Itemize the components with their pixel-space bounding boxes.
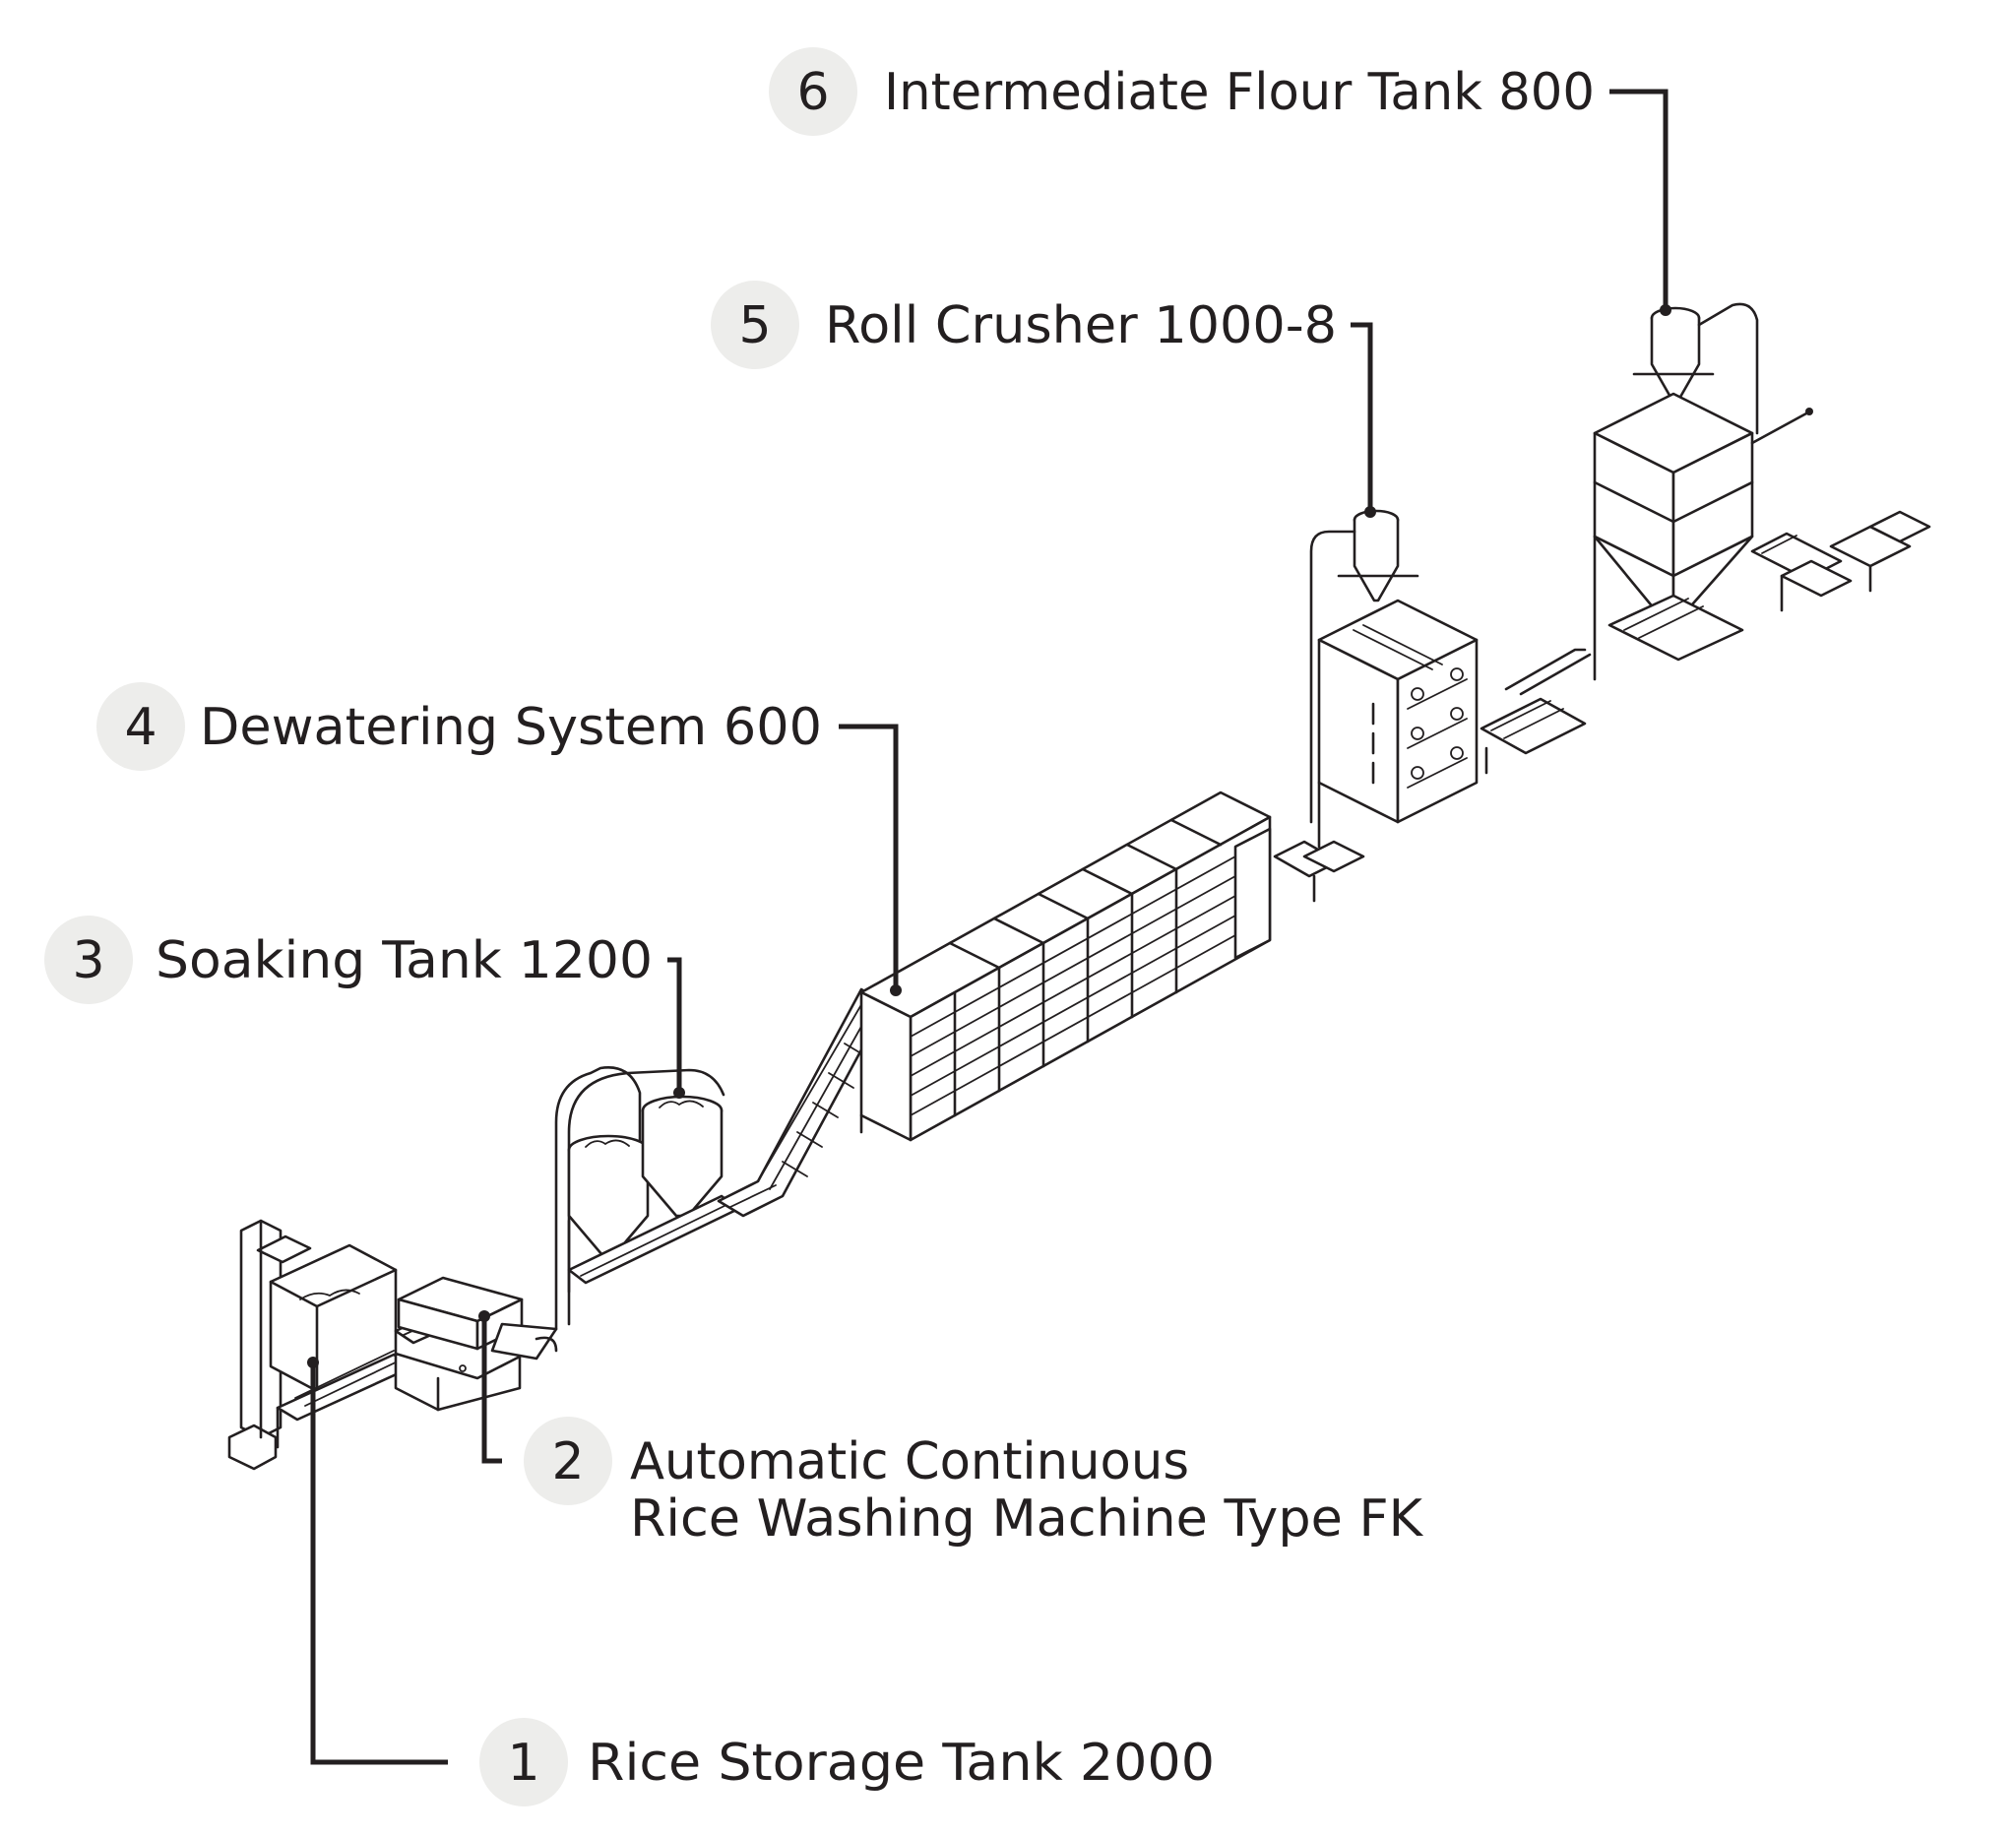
leader-line-1	[310, 1362, 448, 1765]
number-badge	[524, 1417, 612, 1505]
transfer-pipe	[554, 1065, 642, 1331]
roll-crusher-illustration	[1309, 509, 1479, 849]
callout-1: 1 Rice Storage Tank 2000	[479, 1718, 1215, 1806]
station-label-line-1: Automatic Continuous	[630, 1432, 1189, 1491]
crusher-feed-conveyor	[1273, 840, 1365, 903]
number-badge	[711, 281, 799, 369]
callout-5: 5 Roll Crusher 1000-8	[711, 281, 1337, 369]
dewatering-system-illustration	[859, 791, 1272, 1142]
intermediate-flour-tank-illustration	[1593, 302, 1813, 681]
callout-4: 4 Dewatering System 600	[96, 682, 822, 771]
leader-lines	[307, 89, 1671, 1765]
number-text: 3	[72, 931, 104, 990]
callout-3: 3 Soaking Tank 1200	[44, 916, 653, 1004]
station-label-line-2: Rice Washing Machine Type FK	[630, 1489, 1424, 1549]
leader-line-3	[667, 957, 682, 1093]
leader-dot-3	[673, 1087, 685, 1099]
station-label: Dewatering System 600	[200, 698, 822, 757]
number-badge	[479, 1718, 568, 1806]
bucket-elevator	[227, 1219, 312, 1471]
number-text: 2	[551, 1432, 584, 1491]
number-text: 4	[124, 698, 157, 757]
callout-6: 6 Intermediate Flour Tank 800	[769, 47, 1595, 136]
leader-dot-5	[1364, 506, 1376, 518]
transfer-pipe-2	[567, 1068, 725, 1326]
number-badge	[96, 682, 185, 771]
leader-dot-6	[1660, 304, 1671, 316]
leader-dot-4	[890, 984, 902, 996]
rice-storage-tank-illustration	[269, 1243, 415, 1449]
station-label: Intermediate Flour Tank 800	[884, 63, 1595, 122]
leader-line-5	[1351, 322, 1373, 512]
station-label: Rice Storage Tank 2000	[588, 1734, 1215, 1793]
station-label: Soaking Tank 1200	[156, 931, 653, 990]
flour-transfer-conveyor	[1480, 648, 1592, 775]
number-text: 1	[507, 1734, 539, 1793]
leader-line-2	[481, 1316, 502, 1464]
station-label: Roll Crusher 1000-8	[825, 296, 1337, 355]
number-badge	[769, 47, 857, 136]
callout-2: 2 Automatic Continuous Rice Washing Mach…	[524, 1417, 1424, 1549]
leader-dot-1	[307, 1357, 319, 1368]
soaking-tank-illustration	[567, 1095, 740, 1294]
equipment-illustration	[227, 302, 1931, 1471]
output-conveyor	[1750, 510, 1931, 612]
number-text: 6	[796, 63, 829, 122]
leader-line-6	[1609, 89, 1669, 310]
leader-line-4	[839, 724, 899, 990]
leader-dot-2	[478, 1310, 490, 1322]
number-badge	[44, 916, 133, 1004]
rice-washing-machine-illustration	[394, 1276, 558, 1412]
number-text: 5	[738, 296, 771, 355]
